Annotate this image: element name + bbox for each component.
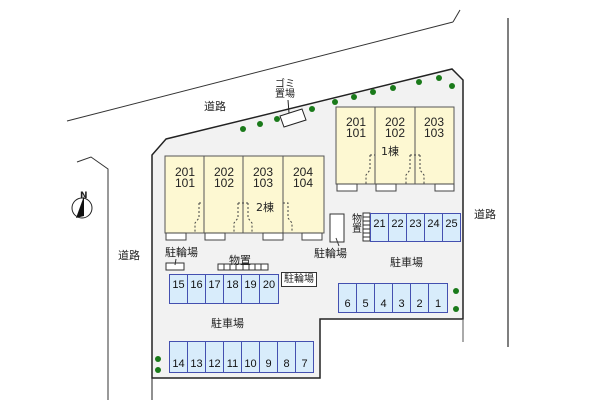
parking-space: 21 xyxy=(371,214,389,241)
tree-icon xyxy=(274,116,280,122)
west-road-label: 道路 xyxy=(118,249,140,262)
parking-space: 8 xyxy=(278,342,296,372)
parking-row-6-1: 6 5 4 3 2 1 xyxy=(338,283,448,313)
north-road-edge xyxy=(66,21,454,122)
bicycle-parking-east-label: 駐輪場 xyxy=(314,247,347,260)
parking-space: 14 xyxy=(170,342,188,372)
west-road-edge xyxy=(76,156,109,400)
parking-space: 2 xyxy=(411,284,429,312)
tree-icon xyxy=(257,121,263,127)
compass-north-label: N xyxy=(80,191,88,201)
tree-icon xyxy=(370,89,376,95)
tree-icon xyxy=(390,85,396,91)
parking-space: 12 xyxy=(206,342,224,372)
building-1 xyxy=(335,106,455,185)
garbage-area xyxy=(279,108,307,128)
tree-icon xyxy=(436,75,442,81)
parking-space: 16 xyxy=(188,275,206,303)
parking-space: 15 xyxy=(170,275,188,303)
parking-space: 7 xyxy=(301,358,308,370)
parking-space: 6 xyxy=(339,284,357,312)
parking-space: 11 xyxy=(224,342,242,372)
parking-space: 17 xyxy=(206,275,224,303)
garbage-label-line2: 置場 xyxy=(275,89,295,100)
storage-center-label: 物置 xyxy=(229,254,251,267)
parking-space: 20 xyxy=(262,279,276,291)
garbage-label-line1: ゴミ xyxy=(275,79,295,90)
building-2-name: 2棟 xyxy=(256,201,274,214)
north-arrow-icon xyxy=(71,196,93,219)
bicycle-parking-west-label: 駐輪場 xyxy=(165,246,198,259)
tree-icon xyxy=(309,106,315,112)
east-road-label: 道路 xyxy=(474,208,496,221)
bicycle-shed-east xyxy=(329,213,345,243)
tree-icon xyxy=(155,367,161,373)
parking-space: 23 xyxy=(407,214,425,241)
tree-icon xyxy=(453,306,459,312)
north-road-label: 道路 xyxy=(204,100,226,113)
parking-space: 25 xyxy=(445,218,458,230)
building-1-name: 1棟 xyxy=(381,145,399,158)
tree-icon xyxy=(332,99,338,105)
tree-icon xyxy=(449,83,455,89)
tree-icon xyxy=(453,288,459,294)
parking-row-21-25: 21 22 23 24 25 xyxy=(370,213,461,242)
bicycle-parking-center-label: 駐輪場 xyxy=(281,272,317,287)
parking-space: 3 xyxy=(393,284,411,312)
parking-row-15-20: 15 16 17 18 19 20 xyxy=(169,274,279,304)
parking-row-14-7: 14 13 12 11 10 9 8 7 xyxy=(169,341,314,373)
building-2 xyxy=(164,155,325,234)
tree-icon xyxy=(351,94,357,100)
parking-space: 9 xyxy=(260,342,278,372)
parking-space: 1 xyxy=(434,298,442,310)
parking-space: 5 xyxy=(357,284,375,312)
storage-east-label: 物置 xyxy=(352,214,362,235)
tree-icon xyxy=(240,126,246,132)
parking-space: 13 xyxy=(188,342,206,372)
garbage-label: ゴミ 置場 xyxy=(275,80,295,100)
parking-east-label: 駐車場 xyxy=(390,256,423,269)
parking-space: 4 xyxy=(375,284,393,312)
parking-south-label: 駐車場 xyxy=(211,317,244,330)
parking-space: 19 xyxy=(242,275,260,303)
tree-icon xyxy=(416,79,422,85)
parking-space: 18 xyxy=(224,275,242,303)
parking-space: 24 xyxy=(425,214,443,241)
tree-icon xyxy=(155,356,161,362)
parking-space: 22 xyxy=(389,214,407,241)
parking-space: 10 xyxy=(242,342,260,372)
